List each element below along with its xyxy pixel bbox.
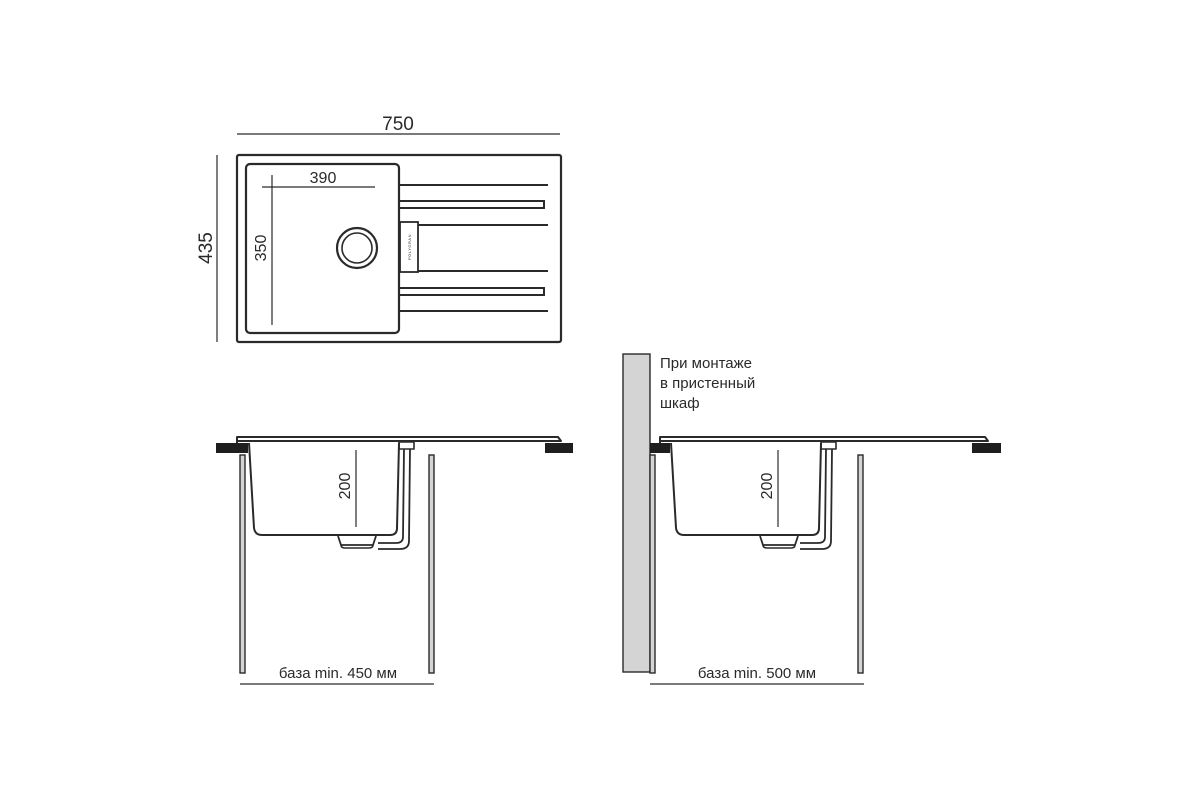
- mount-clamp-right: [545, 443, 573, 453]
- drainboard-rib: [400, 200, 545, 209]
- sink-outline: [235, 153, 563, 344]
- wall-panel: [622, 353, 651, 673]
- side-bowl-depth-label: 200: [759, 473, 776, 500]
- overflow-connector: [398, 441, 415, 450]
- drain-fitting: [759, 535, 799, 546]
- cabinet-wall-right: [857, 454, 864, 674]
- side-view-wall: [622, 353, 1001, 685]
- mount-clamp-left: [216, 443, 248, 453]
- brand-plate: [399, 221, 419, 273]
- mount-clamp-left: [650, 443, 670, 453]
- cabinet-wall-left: [649, 454, 656, 674]
- bowl-profile: [248, 442, 400, 536]
- drain-inner: [341, 232, 373, 264]
- bowl-profile: [670, 442, 822, 536]
- sink-top-profile: [659, 436, 989, 443]
- wall-note-line-3: шкаф: [660, 395, 700, 412]
- drain-fitting-base: [340, 544, 374, 549]
- wall-note-line-1: При монтаже: [660, 355, 752, 372]
- drain-fitting: [337, 535, 377, 546]
- drain-outer: [335, 226, 379, 270]
- bowl-outline: [244, 162, 401, 335]
- base-label-wall: база min. 500 мм: [698, 665, 816, 682]
- bowl-depth-label: 350: [253, 235, 270, 262]
- side-bowl-depth-label: 200: [337, 473, 354, 500]
- overflow-pipe: [800, 448, 827, 544]
- top-view: [216, 133, 563, 344]
- side-view-standard: [216, 436, 573, 685]
- wall-note-line-2: в пристенный: [660, 375, 755, 392]
- overflow-pipe: [378, 448, 405, 544]
- overflow-pipe-inner: [800, 448, 833, 550]
- overall-width-label: 750: [382, 114, 414, 135]
- cabinet-wall-left: [239, 454, 246, 674]
- brand-mark: POLYGRAN: [407, 234, 412, 260]
- drain-fitting-base: [762, 544, 796, 549]
- overall-depth-label: 435: [196, 232, 217, 264]
- overflow-connector: [820, 441, 837, 450]
- drainboard-rib: [400, 287, 545, 296]
- mount-clamp-right: [972, 443, 1001, 453]
- overflow-pipe-inner: [378, 448, 411, 550]
- base-label-standard: база min. 450 мм: [279, 665, 397, 682]
- sink-top-profile: [236, 436, 562, 443]
- bowl-width-label: 390: [310, 170, 337, 187]
- cabinet-wall-right: [428, 454, 435, 674]
